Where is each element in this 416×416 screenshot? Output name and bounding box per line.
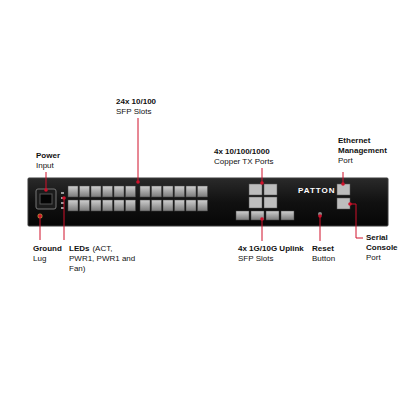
sfp-slot <box>103 186 113 197</box>
callout-label: ResetButton <box>312 244 352 264</box>
sfp-slot <box>140 186 150 197</box>
rj45-port <box>264 197 277 208</box>
label-title: Ground <box>33 244 73 254</box>
sfp-slot <box>152 200 162 211</box>
power-socket <box>36 189 56 209</box>
label-title: Reset <box>312 244 352 254</box>
sfp-slot <box>114 186 124 197</box>
sfp-slot <box>126 200 136 211</box>
leader-lines <box>40 118 363 241</box>
sfp-slot <box>163 200 173 211</box>
sfp-slot <box>186 186 196 197</box>
label-title: Ethernet Management <box>338 136 390 156</box>
callout-label: PowerInput <box>36 151 96 171</box>
chassis <box>28 178 388 226</box>
sfp-slot <box>175 186 185 197</box>
label-title: LEDs <box>69 244 89 253</box>
sfp-slot <box>175 200 185 211</box>
sfp-slot <box>68 186 78 197</box>
ports <box>36 184 350 220</box>
led <box>61 192 64 194</box>
sfp-slot <box>80 186 90 197</box>
power-socket <box>40 194 52 204</box>
callout-label: Ethernet ManagementPort <box>338 136 390 166</box>
sfp-slot <box>198 200 208 211</box>
label-text: Lug <box>33 254 73 264</box>
callout-label: LEDs(ACT, PWR1, PWR1 and Fan) <box>69 244 137 274</box>
callout-label: GroundLug <box>33 244 73 264</box>
rj45-port <box>337 198 350 209</box>
label-title: 24x 10/100 <box>116 97 186 107</box>
sfp-slot <box>186 200 196 211</box>
sfp-slot <box>91 200 101 211</box>
label-text: SFP Slots <box>238 254 310 264</box>
sfp-slot <box>126 186 136 197</box>
label-title: 4x 1G/10G Uplink <box>238 244 310 254</box>
callout-label: 24x 10/100SFP Slots <box>116 97 186 117</box>
sfp-slot <box>103 200 113 211</box>
rj45-port <box>264 184 277 195</box>
label-text: Input <box>36 161 96 171</box>
leader-dots <box>38 180 352 221</box>
callout-label: 4x 1G/10G UplinkSFP Slots <box>238 244 310 264</box>
sfp-slot <box>114 200 124 211</box>
callout-label: Serial ConsolePort <box>366 233 406 263</box>
sfp-slot <box>91 186 101 197</box>
sfp-slot <box>80 200 90 211</box>
ground-lug <box>38 214 43 219</box>
label-title: PATTON <box>298 186 336 196</box>
uplink-slot <box>236 211 249 220</box>
label-text: Port <box>338 156 390 166</box>
sfp-slot <box>68 200 78 211</box>
uplink-slot <box>251 211 264 220</box>
sfp-slot <box>152 186 162 197</box>
label-title: 4x 10/100/1000 <box>214 147 294 157</box>
sfp-slot <box>140 200 150 211</box>
label-text: Port <box>366 253 406 263</box>
label-text: Button <box>312 254 352 264</box>
uplink-slot <box>281 211 294 220</box>
label-text: SFP Slots <box>116 107 186 117</box>
sfp-slot <box>163 186 173 197</box>
label-title: Serial Console <box>366 233 406 253</box>
rj45-port <box>249 197 262 208</box>
uplink-slot <box>266 211 279 220</box>
callout-label: 4x 10/100/1000Copper TX Ports <box>214 147 294 167</box>
rj45-port <box>249 184 262 195</box>
label-title: Power <box>36 151 96 161</box>
sfp-slot <box>198 186 208 197</box>
label-text: Copper TX Ports <box>214 157 294 167</box>
callout-label: PATTON <box>298 186 336 196</box>
